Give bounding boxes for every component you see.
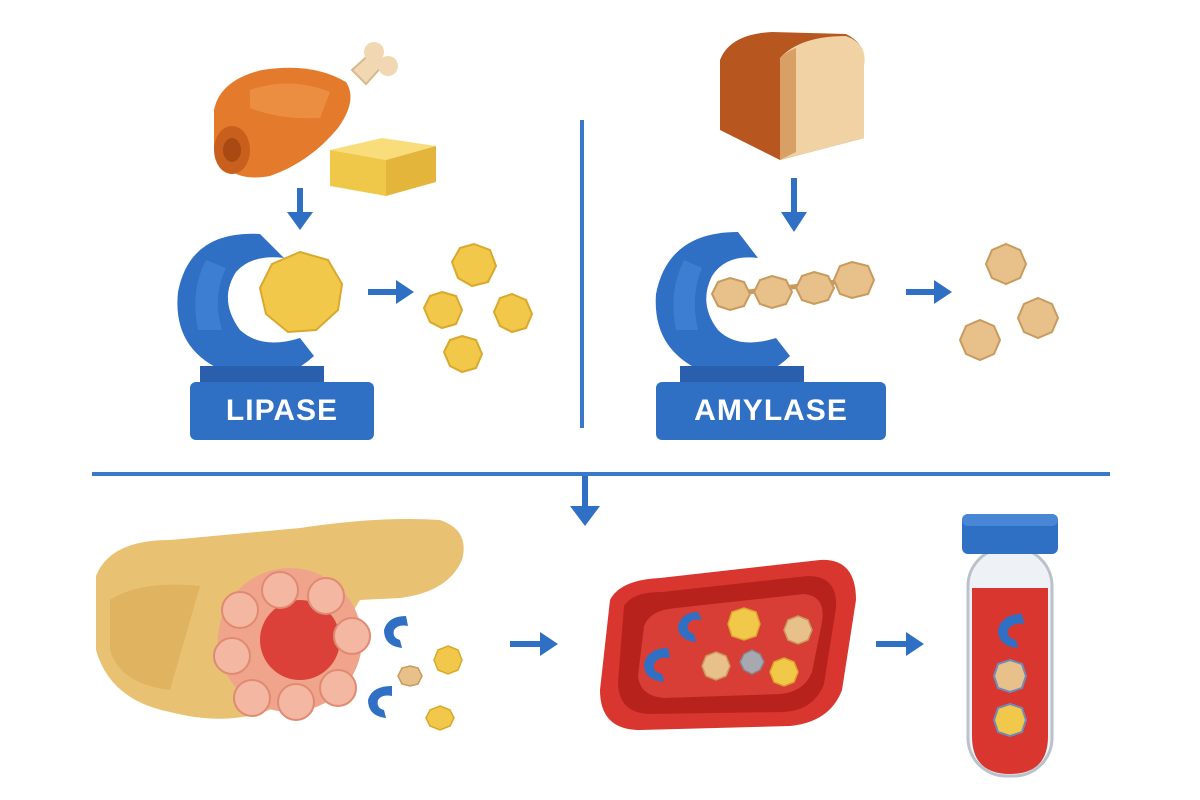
- bread-icon: [720, 32, 865, 160]
- right-arrow-lipase: [368, 280, 414, 304]
- blood-vessel-icon: [600, 559, 856, 730]
- right-arrow-to-vessel: [510, 632, 558, 656]
- butter-icon: [330, 138, 436, 196]
- blood-test-tube-icon: [962, 514, 1058, 778]
- amylase-enzyme-icon: [655, 232, 804, 384]
- down-arrow-lipase: [287, 188, 313, 230]
- amylase-label-box: AMYLASE: [656, 382, 886, 440]
- lipase-enzyme-icon: [177, 233, 324, 384]
- down-arrow-center: [570, 476, 600, 526]
- acinar-cells-icon: [213, 568, 371, 721]
- sugar-products: [958, 242, 1060, 362]
- drumstick-icon: [214, 42, 398, 178]
- lipase-label-box: LIPASE: [190, 382, 374, 440]
- secreted-enzymes: [368, 616, 463, 731]
- amylase-label: AMYLASE: [694, 394, 848, 427]
- right-arrow-amylase: [906, 280, 952, 304]
- lipase-label: LIPASE: [225, 394, 339, 427]
- down-arrow-amylase: [781, 178, 807, 232]
- right-arrow-to-tube: [876, 632, 924, 656]
- starch-chain-icon: [710, 260, 876, 312]
- fatty-acid-products: [422, 242, 534, 374]
- fat-droplet-icon: [258, 250, 344, 334]
